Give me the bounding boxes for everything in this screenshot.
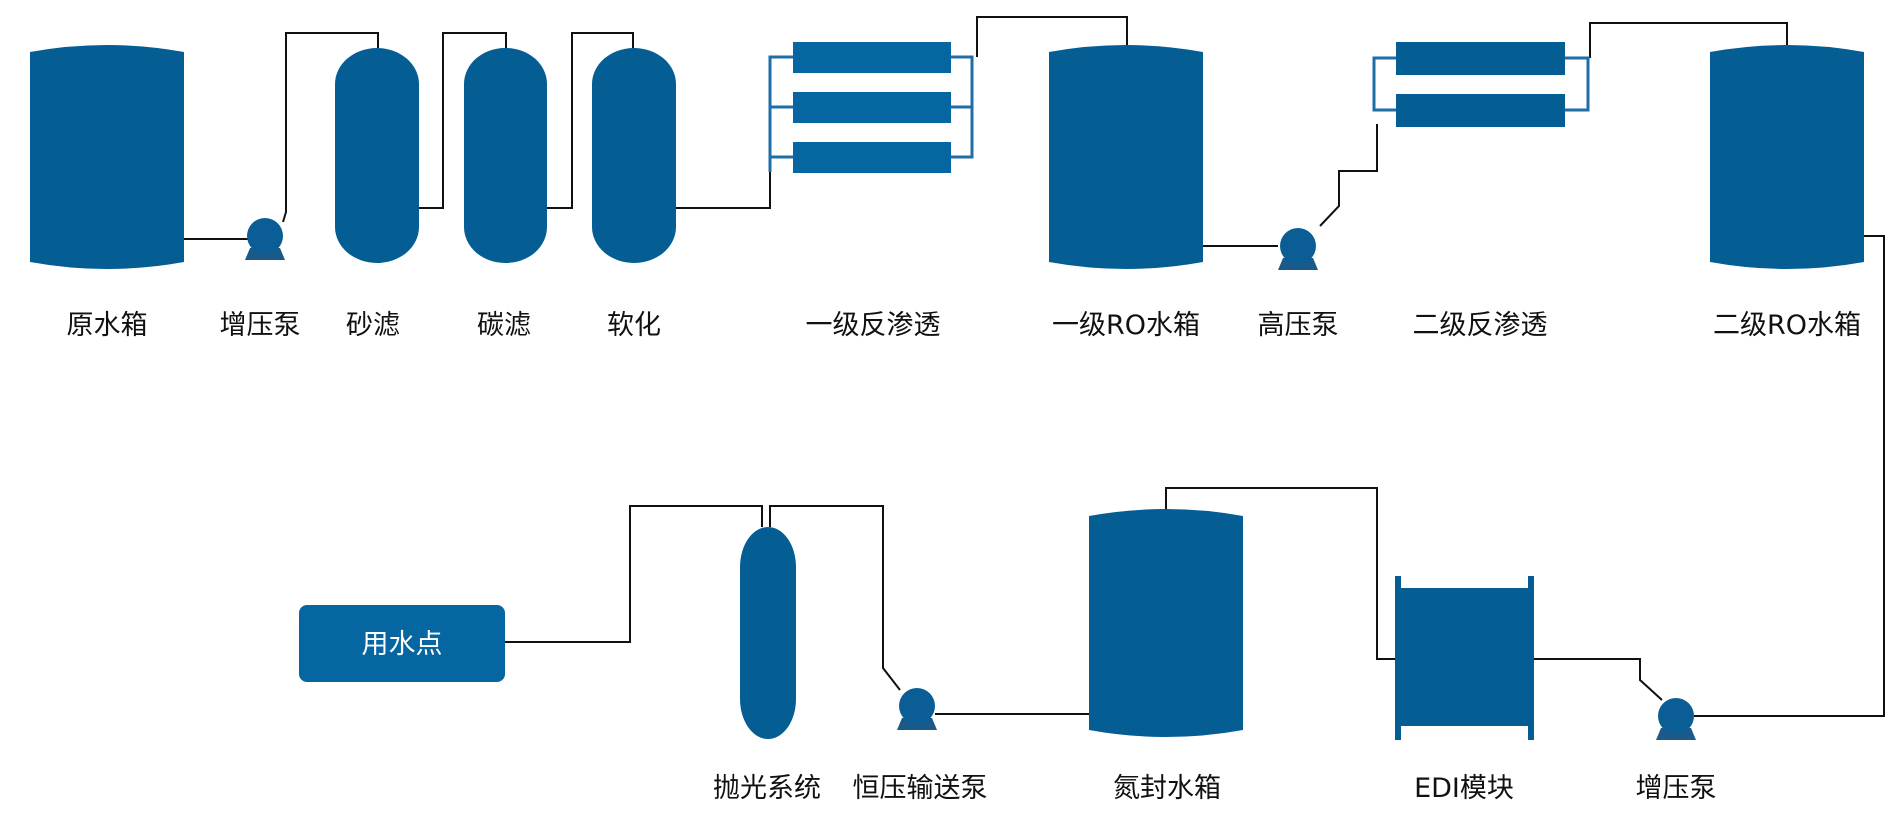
ro2-membrane-1: [1396, 42, 1565, 75]
label-edi: EDI模块: [1414, 773, 1514, 804]
label-ro1: 一级反渗透: [806, 310, 941, 341]
high-pressure-pump-icon: [1278, 228, 1318, 270]
label-use-point: 用水点: [362, 629, 443, 660]
label-raw-tank: 原水箱: [67, 310, 148, 341]
use-point-box: [299, 605, 505, 682]
ro1-membrane-2: [793, 92, 951, 123]
label-booster-pump-1: 增压泵: [220, 310, 301, 341]
ro1-manifold: [768, 55, 974, 172]
booster-pump-1-icon: [245, 218, 285, 260]
constant-pressure-pump-icon: [897, 688, 937, 730]
ro2-manifold: [1372, 56, 1590, 112]
carbon-filter: [464, 48, 547, 263]
ro1-membrane-3: [793, 142, 951, 173]
ro2-tank: [1710, 45, 1864, 269]
polishing-system: [740, 527, 796, 739]
ro1-tank: [1049, 45, 1203, 269]
edi-module: [1395, 576, 1534, 740]
label-booster-pump-2: 增压泵: [1636, 773, 1717, 804]
raw-water-tank: [30, 45, 184, 269]
nitrogen-sealed-tank: [1089, 509, 1243, 737]
label-ro1-tank: 一级RO水箱: [1052, 310, 1200, 341]
ro2-membrane-2: [1396, 94, 1565, 127]
sand-filter: [335, 48, 419, 263]
label-nitrogen-tank: 氮封水箱: [1113, 773, 1221, 804]
label-softener: 软化: [607, 310, 661, 341]
softener: [592, 48, 676, 263]
label-sand-filter: 砂滤: [346, 310, 400, 341]
label-constant-pressure-pump: 恒压输送泵: [853, 773, 988, 804]
label-ro2: 二级反渗透: [1413, 310, 1548, 341]
pipes-top: [184, 16, 1885, 717]
booster-pump-2-icon: [1656, 698, 1696, 740]
pipes-bottom: [505, 487, 1663, 715]
label-ro2-tank: 二级RO水箱: [1713, 310, 1861, 341]
label-high-pressure-pump: 高压泵: [1258, 310, 1339, 341]
label-polishing: 抛光系统: [713, 773, 821, 804]
ro1-membrane-1: [793, 42, 951, 73]
label-carbon-filter: 碳滤: [477, 310, 531, 341]
